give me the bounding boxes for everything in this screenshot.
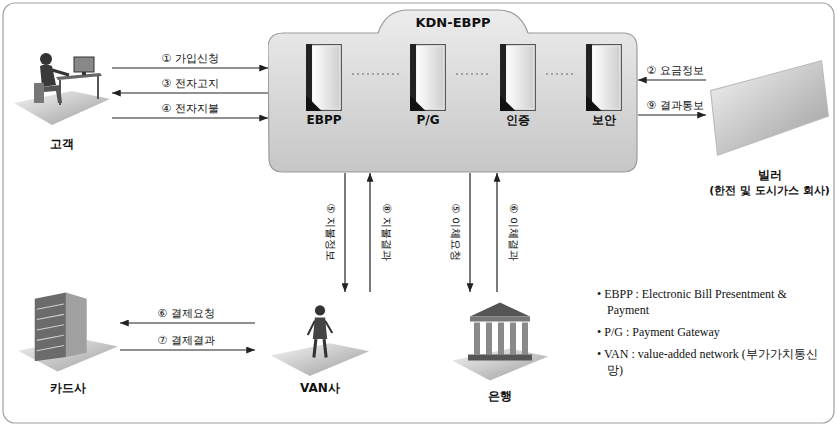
node-label: P/G [416,113,439,128]
node-sublabel: (한전 및 도시가스 회사) [709,183,830,198]
step-label: ⑧ 지불결과 [380,201,393,262]
node-label: EBPP [307,113,342,128]
link-line [456,74,490,75]
bank-node: 은행 [450,292,550,404]
frame-border [3,3,834,423]
label-box: 카드사 [16,381,120,396]
step-label: ③ 전자고지 [159,77,220,90]
module-box-illustration [490,44,546,111]
platform-shape [268,10,637,172]
step-label: ④ 전자지불 [159,102,220,115]
node-label: 보안 [592,113,616,128]
abbreviation-note: • VAN : value-added network (부가가치통신망) [597,346,831,378]
flow-arrow [638,114,706,115]
module-box-illustration [400,44,456,111]
flow-arrow [112,117,268,118]
platform-title: KDN-EBPP [416,15,491,30]
step-label: ⑥ 결제요청 [155,307,216,320]
node-label: 빌러 [758,168,782,183]
label-box: 고객 [12,137,112,152]
step-label: ⑤ 이체요청 [449,201,462,262]
flow-arrow [638,79,706,80]
customer-node: 고객 [12,26,112,152]
label-box: 인증 [490,113,546,128]
flow-arrow [112,67,268,68]
label-box: 빌러(한전 및 도시가스 회사) [706,168,833,198]
step-label: ② 요금정보 [644,64,705,77]
abbreviation-note: • P/G : Payment Gateway [597,324,831,340]
van-illustration [255,292,385,379]
step-label: ⑦ 결제결과 [155,334,216,347]
bank-illustration [450,292,550,387]
link-line [546,74,576,75]
ebpp-platform: KDN-EBPP EBPP P/G 인증 보안 [268,8,638,173]
label-box: 보안 [576,113,632,128]
step-label: ① 가입신청 [159,52,220,65]
platform-title-box: KDN-EBPP [268,15,638,30]
step-label: ⑥ 이체결과 [507,201,520,262]
module-box: P/G [400,44,456,128]
biller-illustration [706,50,833,166]
label-box: EBPP [296,113,352,128]
module-box: 보안 [576,44,632,128]
node-label: 고객 [50,137,74,152]
customer-illustration [12,26,112,135]
module-box-illustration [296,44,352,111]
label-box: P/G [400,113,456,128]
node-label: 은행 [488,389,512,404]
van-node: VAN사 [255,292,385,396]
flow-arrow [369,173,370,292]
flow-arrow [469,173,470,292]
module-box: 인증 [490,44,546,128]
flow-arrow [344,173,345,292]
link-line [352,74,400,75]
flow-arrow [496,173,497,292]
flow-arrow [120,349,255,350]
flow-arrow [120,322,255,323]
card-company-node: 카드사 [16,282,120,396]
module-box-illustration [576,44,632,111]
flow-arrow [112,92,268,93]
notes-box: • EBPP : Electronic Bill Presentment & P… [597,286,831,384]
biller-node: 빌러(한전 및 도시가스 회사) [706,50,833,198]
abbreviation-note: • EBPP : Electronic Bill Presentment & P… [597,286,831,318]
label-box: VAN사 [255,381,385,396]
step-label: ⑤ 지불정보 [324,201,337,262]
node-label: 인증 [506,113,530,128]
node-label: VAN사 [300,381,340,396]
card-company-illustration [16,282,120,379]
label-box: 은행 [450,389,550,404]
node-label: 카드사 [50,381,86,396]
module-box: EBPP [296,44,352,128]
step-label: ⑨ 결과통보 [644,99,705,112]
